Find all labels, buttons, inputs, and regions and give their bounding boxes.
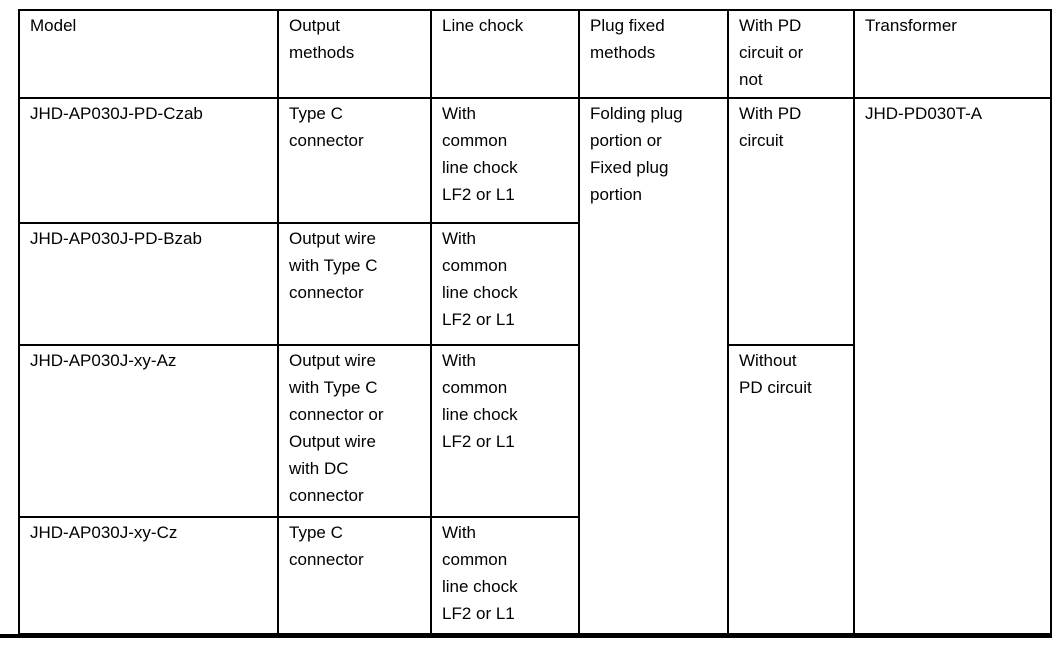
column-header-transformer: Transformer [853,9,1052,99]
model-value: JHD-AP030J-xy-Az [30,351,177,370]
column-header-label: Line chock [442,16,524,35]
table-row: JHD-AP030J-PD-Bzab Output wire with Type… [18,222,1051,346]
line-chock-value: With common line chock LF2 or L1 [442,104,518,204]
column-header-label: Model [30,16,77,35]
model-cell: JHD-AP030J-xy-Az [18,344,279,518]
column-header-output-methods: Output methods [277,9,432,99]
page-bottom-rule [0,634,1052,638]
transformer-cell: JHD-PD030T-A [853,97,1052,635]
output-method-cell: Type C connector [277,97,432,224]
pd-circuit-with-cell: With PD circuit [727,97,855,346]
output-method-cell: Output wire with Type C connector or Out… [277,344,432,518]
table-row: JHD-AP030J-xy-Az Output wire with Type C… [18,344,1051,635]
column-header-label: Output methods [289,16,355,62]
line-chock-value: With common line chock LF2 or L1 [442,229,518,329]
line-chock-value: With common line chock LF2 or L1 [442,351,518,451]
output-method-value: Type C connector [289,523,364,569]
model-cell: JHD-AP030J-xy-Cz [18,516,279,635]
column-header-model: Model [18,9,279,99]
model-cell: JHD-AP030J-PD-Bzab [18,222,279,346]
output-method-cell: Type C connector [277,516,432,635]
pd-circuit-with-value: With PD circuit [739,104,802,150]
output-method-value: Type C connector [289,104,364,150]
transformer-value: JHD-PD030T-A [865,104,983,123]
output-method-cell: Output wire with Type C connector [277,222,432,346]
column-header-pd-circuit: With PD circuit or not [727,9,855,99]
output-method-value: Output wire with Type C connector or Out… [289,351,384,505]
table-header-row: Model Output methods Line chock Plug fix… [18,9,1052,99]
column-header-line-chock: Line chock [430,9,580,99]
table-row: JHD-AP030J-xy-Cz Type C connector With c… [18,516,1051,635]
product-model-table: Model Output methods Line chock Plug fix… [18,9,1052,635]
model-cell: JHD-AP030J-PD-Czab [18,97,279,224]
pd-circuit-without-value: Without PD circuit [739,351,812,397]
column-header-plug-fixed-methods: Plug fixed methods [578,9,729,99]
model-value: JHD-AP030J-PD-Bzab [30,229,202,248]
line-chock-cell: With common line chock LF2 or L1 [430,516,580,635]
line-chock-cell: With common line chock LF2 or L1 [430,344,580,518]
line-chock-value: With common line chock LF2 or L1 [442,523,518,623]
column-header-label: Plug fixed methods [590,16,665,62]
model-value: JHD-AP030J-PD-Czab [30,104,203,123]
line-chock-cell: With common line chock LF2 or L1 [430,222,580,346]
plug-fixed-method-cell: Folding plug portion or Fixed plug porti… [578,97,729,635]
line-chock-cell: With common line chock LF2 or L1 [430,97,580,224]
column-header-label: With PD circuit or not [739,16,804,89]
table-row: JHD-AP030J-PD-Czab Type C connector With… [18,97,1052,635]
column-header-label: Transformer [865,16,957,35]
output-method-value: Output wire with Type C connector [289,229,378,302]
pd-circuit-without-cell: Without PD circuit [727,344,855,635]
plug-fixed-method-value: Folding plug portion or Fixed plug porti… [590,104,683,204]
model-value: JHD-AP030J-xy-Cz [30,523,178,542]
